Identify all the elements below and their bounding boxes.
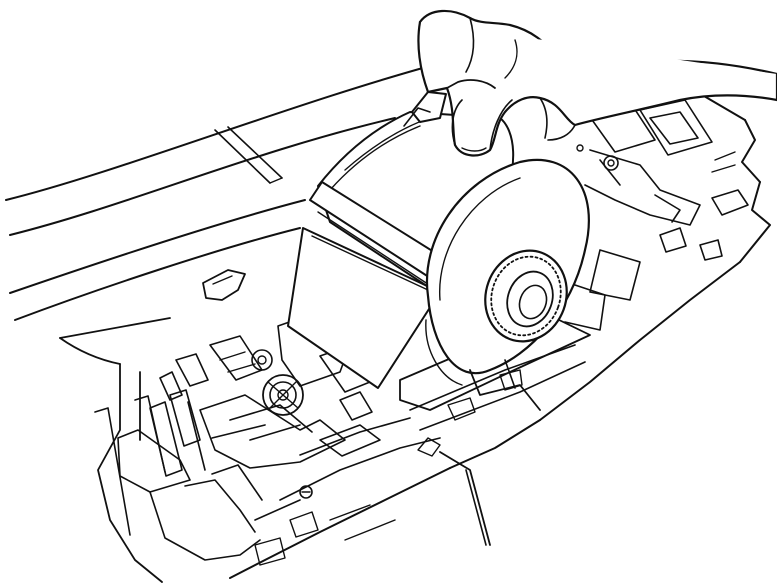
printer-cover bbox=[5, 59, 453, 321]
print-mechanism bbox=[94, 311, 386, 561]
cover-clip bbox=[202, 269, 246, 301]
printer-chassis bbox=[59, 78, 771, 583]
paper-channel bbox=[254, 317, 591, 566]
paper-tail bbox=[287, 227, 441, 389]
hand bbox=[403, 9, 777, 157]
